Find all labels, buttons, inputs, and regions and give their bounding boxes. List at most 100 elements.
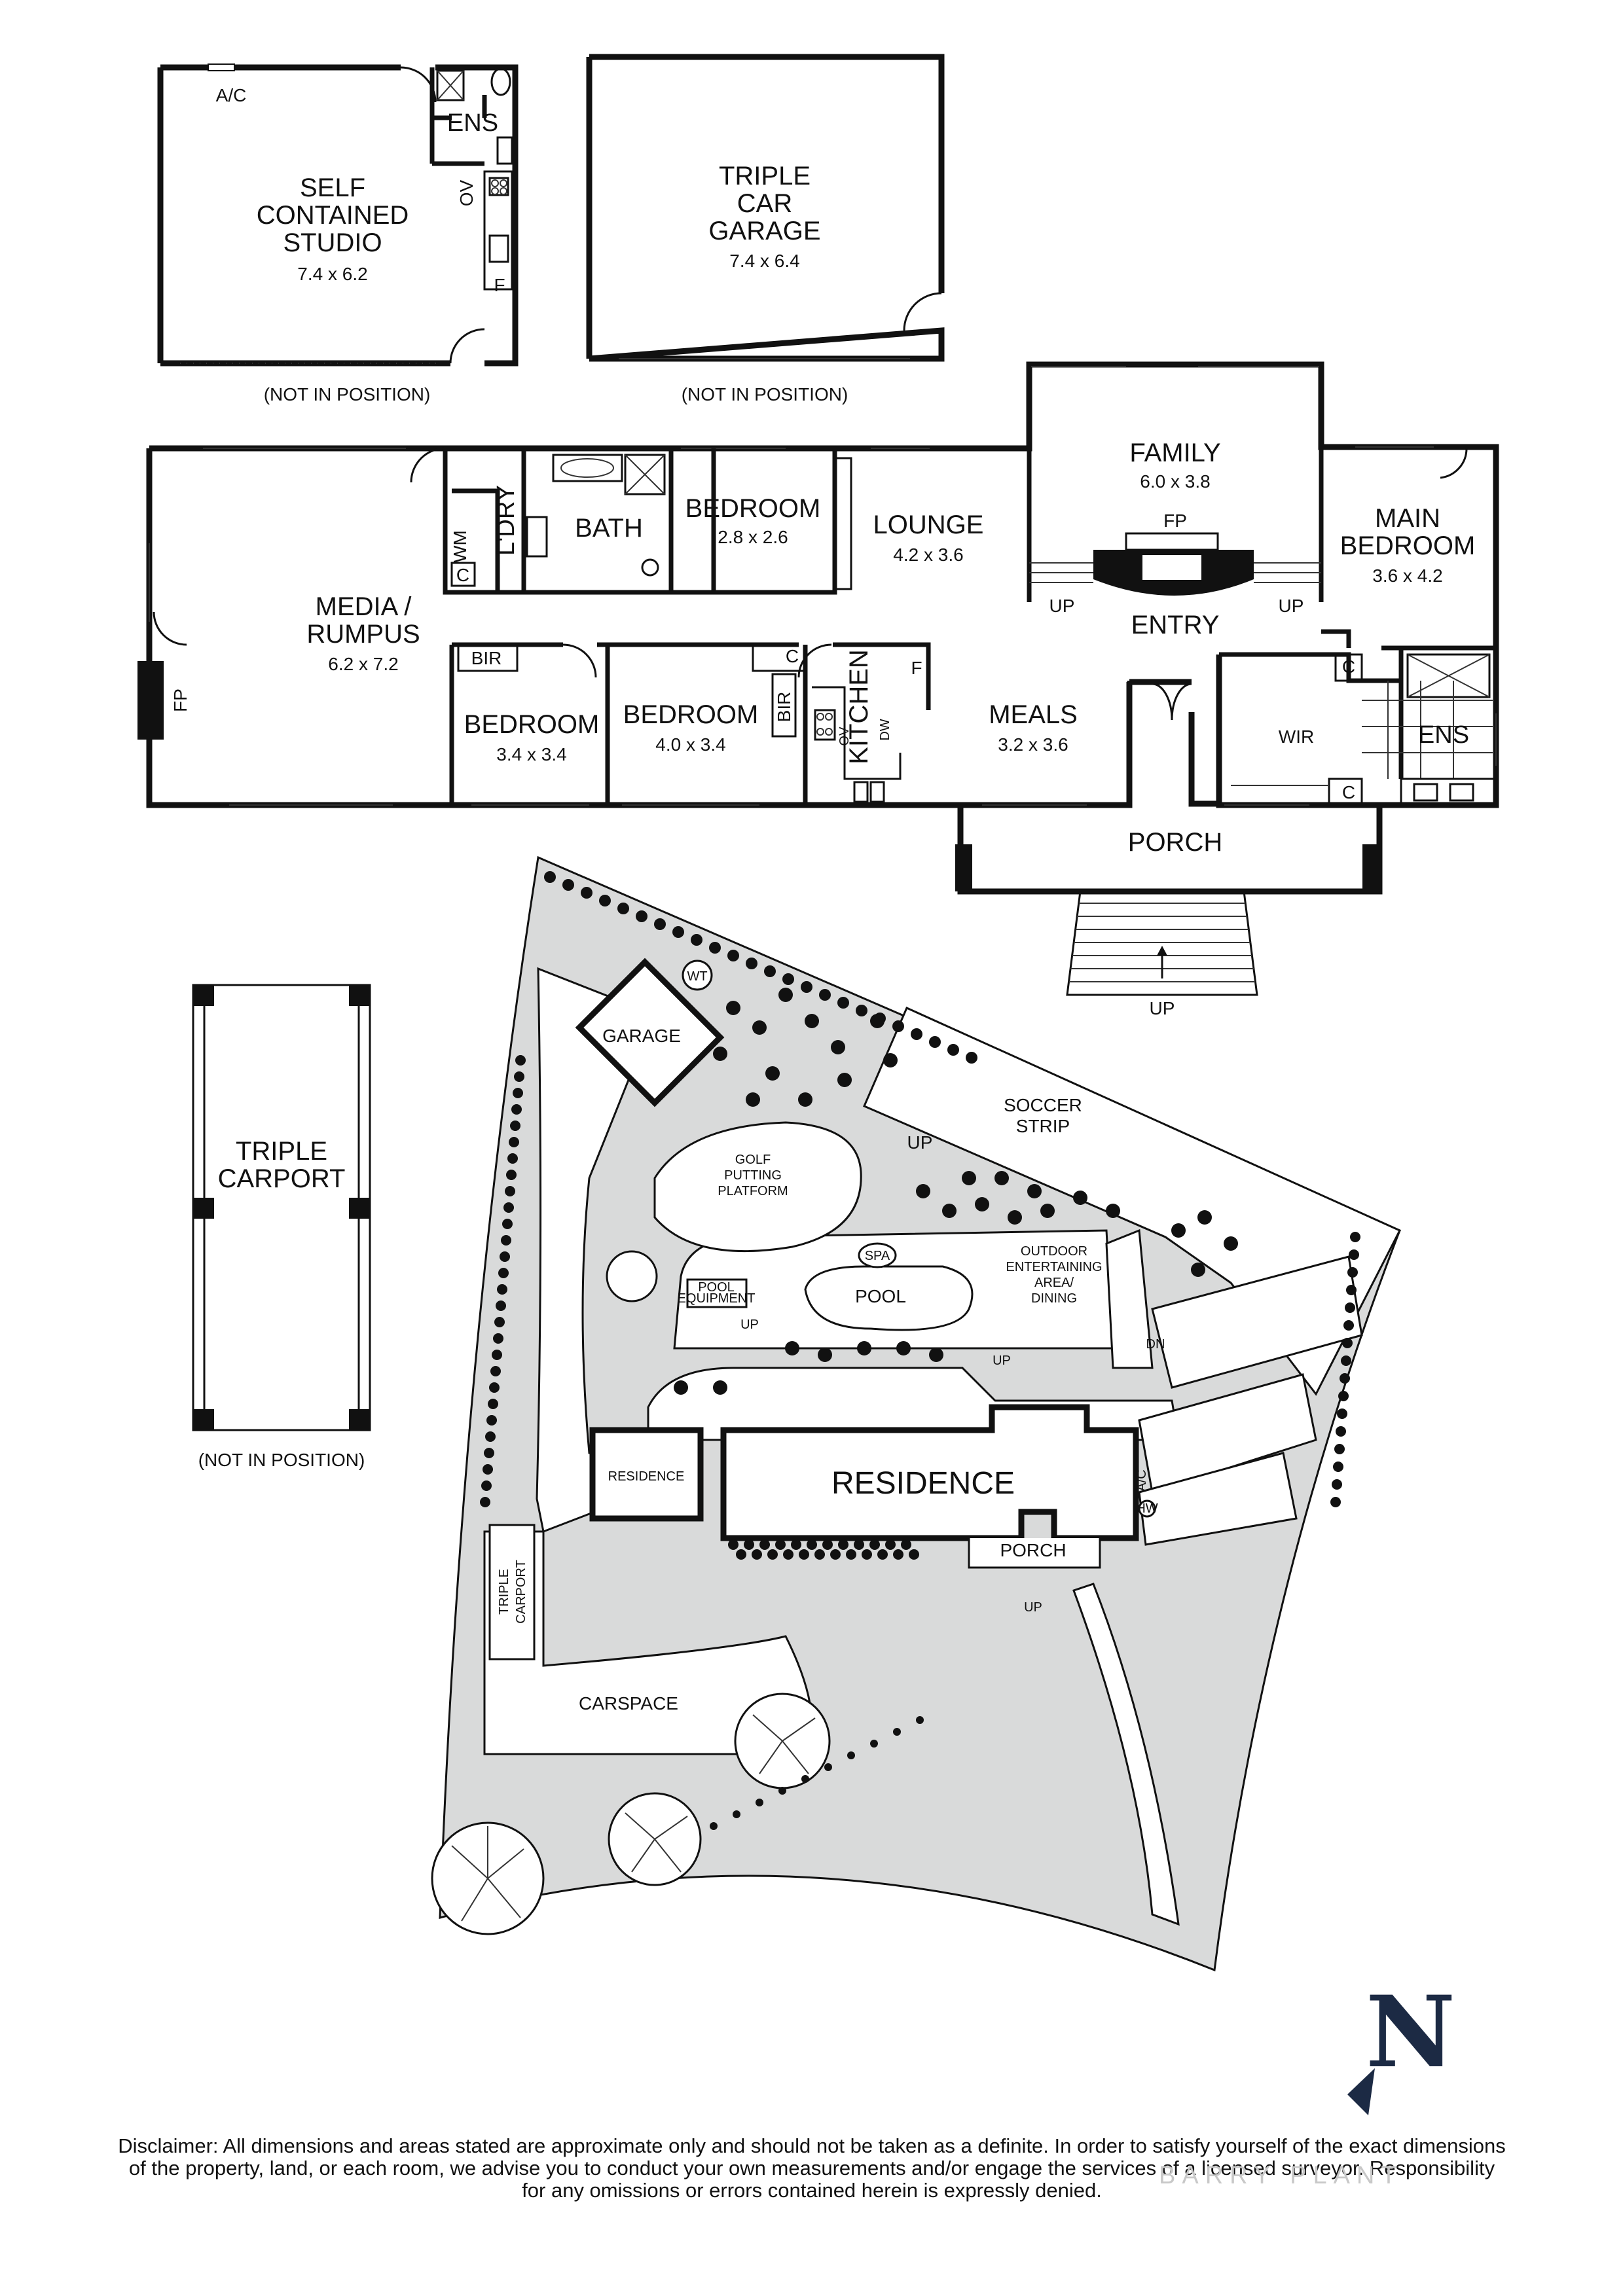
bath-label: BATH	[575, 514, 643, 543]
shrub-dot	[962, 1171, 976, 1185]
site-pool-equipment-line2: EQUIPMENT	[678, 1291, 756, 1306]
shrub-dot	[480, 1497, 490, 1507]
bedroom-b-bir: BIR	[774, 692, 794, 723]
shrub-dot	[636, 910, 647, 922]
shrub-dot	[503, 1202, 514, 1213]
shrub-dot	[966, 1052, 977, 1064]
shrub-dot	[713, 1047, 727, 1061]
shrub-dot	[1008, 1210, 1022, 1225]
shrub-dot	[778, 1787, 786, 1795]
shrub-dot	[1333, 1462, 1343, 1472]
shrub-dot	[942, 1204, 957, 1218]
shrub-dot	[691, 934, 702, 946]
shrub-dot	[767, 1549, 778, 1560]
shrub-dot	[870, 1740, 878, 1748]
shrub-dot	[1197, 1210, 1212, 1225]
meals-dims: 3.2 x 3.6	[998, 734, 1068, 755]
shrub-dot	[727, 950, 739, 961]
shrub-dot	[896, 1341, 911, 1355]
site-spa-label: SPA	[865, 1249, 890, 1263]
shrub-dot	[599, 895, 611, 906]
carport-name-line1: TRIPLE	[236, 1137, 327, 1166]
shrub-dot	[837, 997, 849, 1009]
shrub-dot	[838, 1539, 848, 1550]
shrub-dot	[488, 1399, 498, 1409]
disclaimer: Disclaimer: All dimensions and areas sta…	[52, 2135, 1571, 2202]
shrub-dot	[562, 879, 574, 891]
site-soccer-line1: SOCCER	[1004, 1095, 1082, 1115]
shrub-dot	[785, 1341, 799, 1355]
garage-name-line1: TRIPLE	[719, 162, 811, 190]
site-carspace-label: CARSPACE	[579, 1693, 678, 1713]
shrub-dot	[846, 1549, 856, 1560]
shrub-dot	[1027, 1184, 1042, 1198]
studio-name-line3: STUDIO	[283, 228, 382, 257]
studio-ac-label: A/C	[216, 85, 247, 105]
shrub-dot	[854, 1539, 864, 1550]
site-down: DN	[1146, 1337, 1165, 1352]
main-bedroom-dims: 3.6 x 4.2	[1372, 565, 1442, 586]
shrub-dot	[847, 1751, 855, 1759]
shrub-dot	[831, 1040, 845, 1054]
shrub-dot	[994, 1171, 1009, 1185]
studio-not-in-position: (NOT IN POSITION)	[264, 384, 431, 404]
shrub-dot	[1332, 1479, 1342, 1490]
site-carport-line2: CARPORT	[514, 1560, 528, 1623]
ensuite-cupboard-bottom: C	[1342, 782, 1355, 802]
shrub-dot	[818, 1348, 832, 1362]
house-plan: FP WM C L'DRY BATH BEDROOM 2.8 x 2.6 LOU…	[137, 361, 1499, 1018]
shrub-dot	[1347, 1267, 1358, 1278]
site-pool-equipment-line1: POOL	[698, 1280, 735, 1295]
garage-plan: TRIPLE CAR GARAGE 7.4 x 6.4 (NOT IN POSI…	[586, 54, 945, 404]
shrub-dot	[485, 1431, 496, 1442]
shrub-dot	[492, 1350, 502, 1360]
shrub-dot	[713, 1380, 727, 1395]
bedroom-small-name: BEDROOM	[685, 494, 821, 523]
shrub-dot	[824, 1763, 832, 1771]
shrub-dot	[775, 1539, 786, 1550]
shrub-dot	[497, 1284, 507, 1295]
garden-shrubs	[480, 871, 1360, 1830]
shrub-dot	[509, 1137, 519, 1147]
shrub-dot	[801, 981, 812, 993]
shrub-dot	[501, 1235, 511, 1246]
studio-oven-label: OV	[456, 179, 477, 206]
shrub-dot	[507, 1153, 518, 1164]
shrub-dot	[709, 942, 721, 954]
site-pool-label: POOL	[855, 1286, 906, 1306]
shrub-dot	[733, 1810, 740, 1818]
bedroom-a-bir: BIR	[471, 648, 502, 668]
site-outdoor-line1: OUTDOOR	[1021, 1244, 1087, 1259]
studio-fridge-label: F	[494, 275, 505, 295]
bedroom-small-dims: 2.8 x 2.6	[718, 527, 788, 547]
site-hw-label: HW	[1136, 1501, 1158, 1516]
site-watertank-label: WT	[687, 969, 707, 984]
shrub-dot	[506, 1170, 517, 1180]
garage-dims: 7.4 x 6.4	[729, 251, 799, 271]
shrub-dot	[929, 1036, 941, 1048]
shrub-dot	[798, 1092, 812, 1107]
disclaimer-line2: of the property, land, or each room, we …	[128, 2157, 1495, 2179]
site-golf-line2: PUTTING	[724, 1168, 782, 1183]
shrub-dot	[901, 1539, 911, 1550]
site-ac-label: A/C	[1135, 1469, 1149, 1491]
bedroom-b-cupboard: C	[786, 646, 799, 666]
family-name: FAMILY	[1129, 439, 1220, 467]
shrub-dot	[1342, 1338, 1353, 1348]
shrub-dot	[496, 1300, 506, 1311]
shrub-dot	[483, 1464, 493, 1475]
disclaimer-line1: Disclaimer: All dimensions and areas sta…	[118, 2134, 1506, 2157]
bedroom-a-name: BEDROOM	[464, 710, 600, 739]
shrub-dot	[726, 1001, 740, 1015]
ensuite-cupboard-top: C	[1342, 656, 1355, 677]
shrub-dot	[746, 958, 757, 969]
laundry-wm-label: WM	[450, 530, 470, 563]
site-carport-line1: TRIPLE	[497, 1569, 511, 1615]
laundry-cupboard-label: C	[456, 565, 469, 585]
shrub-dot	[857, 1341, 871, 1355]
shrub-dot	[916, 1184, 930, 1198]
shrub-dot	[710, 1822, 718, 1830]
main-bedroom-name-line1: MAIN	[1375, 504, 1440, 533]
shrub-dot	[909, 1549, 919, 1560]
shrub-dot	[489, 1382, 500, 1393]
